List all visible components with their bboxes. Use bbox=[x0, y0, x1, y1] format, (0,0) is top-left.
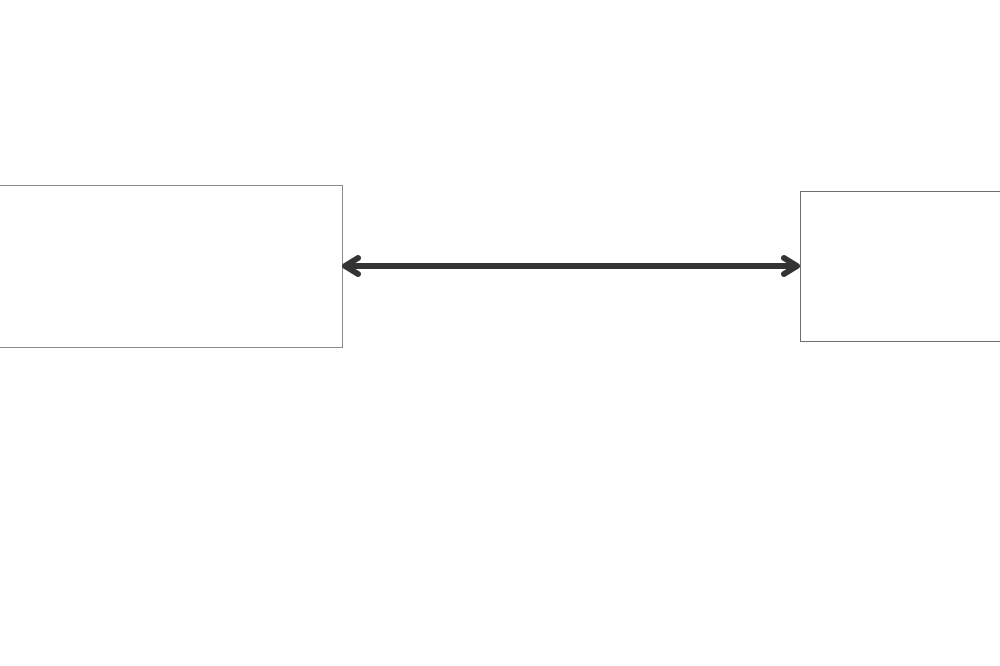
bidirectional-connector[interactable] bbox=[342, 255, 800, 277]
arrowhead-left-icon bbox=[342, 255, 361, 277]
arrowhead-right-icon bbox=[781, 255, 800, 277]
diagram-box-right[interactable] bbox=[800, 191, 1000, 342]
diagram-box-left[interactable] bbox=[0, 185, 343, 348]
